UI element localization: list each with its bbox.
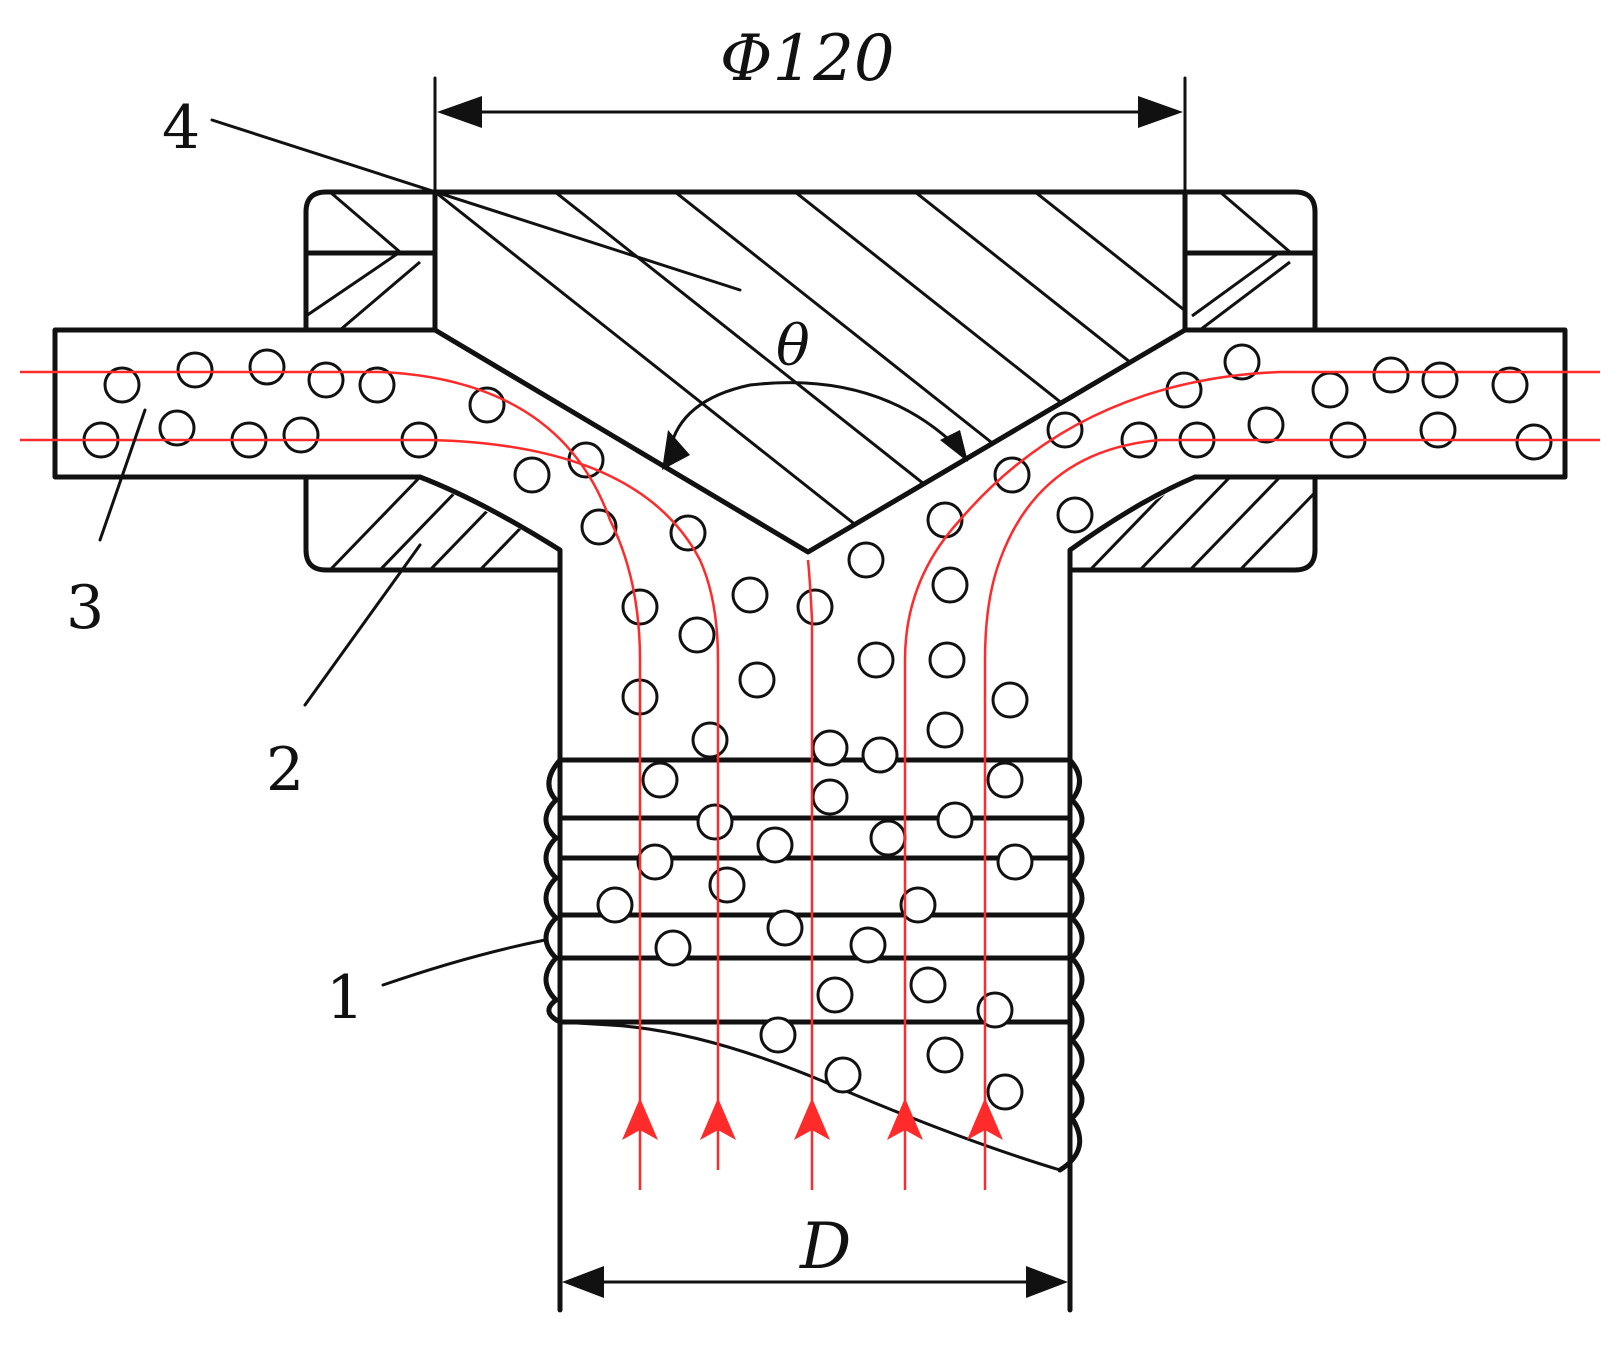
- particle: [358, 366, 396, 404]
- particle: [696, 803, 734, 841]
- particle: [669, 514, 707, 552]
- flow-arrows: [622, 1098, 1003, 1140]
- particle: [816, 976, 854, 1014]
- part-4-hatching: [435, 192, 1185, 552]
- particle: [849, 926, 887, 964]
- particle: [158, 409, 196, 447]
- particle: [636, 843, 674, 881]
- arrow-up-icon: [622, 1098, 658, 1140]
- particle: [580, 508, 618, 546]
- particle: [909, 966, 947, 1004]
- particle: [824, 1056, 862, 1094]
- particle: [936, 801, 974, 839]
- particle: [621, 588, 659, 626]
- particle: [986, 761, 1024, 799]
- particle: [731, 576, 769, 614]
- particle: [926, 501, 964, 539]
- particle: [759, 1016, 797, 1054]
- flow-lines: [20, 370, 1600, 1190]
- label-part-2: 2: [266, 735, 304, 805]
- particle: [691, 721, 729, 759]
- particle: [1421, 361, 1459, 399]
- arrow-up-icon: [967, 1098, 1003, 1140]
- particle: [513, 456, 551, 494]
- particle: [103, 366, 141, 404]
- particle: [307, 361, 345, 399]
- label-part-3: 3: [66, 573, 104, 643]
- particle: [1223, 343, 1261, 381]
- particle: [1056, 496, 1094, 534]
- particle: [1372, 356, 1410, 394]
- particle: [926, 1036, 964, 1074]
- particle: [282, 416, 320, 454]
- right-lower-ring-hatching: [1088, 477, 1315, 570]
- particles: [82, 343, 1553, 1111]
- particle: [857, 641, 895, 679]
- top-dimension: [433, 76, 1187, 194]
- particle: [996, 843, 1034, 881]
- particle: [928, 641, 966, 679]
- particle: [1491, 366, 1529, 404]
- particle: [847, 541, 885, 579]
- particle: [176, 351, 214, 389]
- leader-lines: [98, 118, 742, 987]
- particle: [991, 681, 1029, 719]
- particle: [811, 729, 849, 767]
- particle: [861, 736, 899, 774]
- right-ring-hatching: [1191, 192, 1291, 330]
- arrow-up-icon: [887, 1098, 923, 1140]
- particle: [1165, 371, 1203, 409]
- particle: [641, 761, 679, 799]
- particle: [654, 929, 692, 967]
- particle: [926, 711, 964, 749]
- particle: [811, 778, 849, 816]
- label-angle-theta: θ: [776, 314, 810, 379]
- particle: [1247, 406, 1285, 444]
- particle: [1515, 423, 1553, 461]
- arrow-up-icon: [700, 1098, 736, 1140]
- particle: [248, 348, 286, 386]
- bottom-dimension: [562, 1266, 1068, 1298]
- particle: [931, 566, 969, 604]
- particle: [1419, 411, 1457, 449]
- particle: [1311, 371, 1349, 409]
- label-diameter-d: D: [799, 1210, 851, 1284]
- structure-outline: [52, 189, 1568, 1313]
- particle: [976, 991, 1014, 1029]
- particle: [596, 886, 634, 924]
- particle: [899, 886, 937, 924]
- label-part-4: 4: [162, 93, 200, 163]
- left-ring-hatching: [306, 192, 421, 330]
- label-diameter-120: Φ120: [720, 22, 895, 96]
- particle: [869, 819, 907, 857]
- particle: [708, 866, 746, 904]
- particle: [766, 909, 804, 947]
- particle: [993, 456, 1031, 494]
- angle-dimension: [662, 381, 968, 470]
- particle: [678, 616, 716, 654]
- particle: [796, 588, 834, 626]
- label-part-1: 1: [326, 963, 364, 1033]
- particle: [756, 826, 794, 864]
- arrow-up-icon: [794, 1098, 830, 1140]
- particle: [738, 661, 776, 699]
- particle: [986, 1073, 1024, 1111]
